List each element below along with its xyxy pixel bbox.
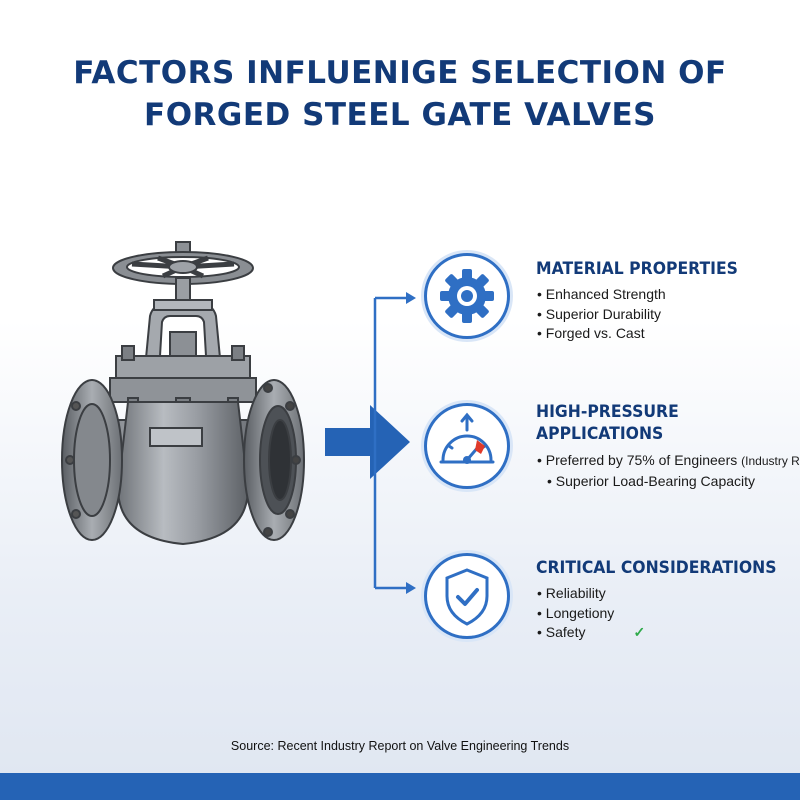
page-title: FACTORS INFLUENIGE SELECTION OF FORGED S…	[0, 52, 800, 136]
checkmark-icon: ✓	[633, 624, 646, 640]
material-icon-circle	[424, 253, 510, 339]
bonnet	[109, 345, 257, 415]
critical-considerations-heading: CRITICAL CONSIDERATIONS	[536, 558, 777, 578]
valve-body	[61, 379, 305, 546]
high-pressure-heading: HIGH-PRESSURE APPLICATIONS	[536, 402, 679, 444]
title-line-2: FORGED STEEL GATE VALVES	[144, 97, 656, 133]
material-properties-heading: MATERIAL PROPERTIES	[536, 259, 738, 279]
yoke	[144, 277, 222, 359]
gear-icon	[440, 269, 494, 323]
branch-arrow-top-icon	[406, 292, 416, 304]
branch-arrow-bottom-icon	[406, 582, 416, 594]
list-item: Enhanced Strength	[537, 285, 666, 305]
list-item: Longetiony	[537, 604, 645, 624]
gate-valve-illustration	[61, 241, 305, 546]
branch-lines	[373, 296, 408, 590]
handwheel	[112, 241, 254, 285]
shield-check-icon	[445, 568, 489, 626]
footer-bar	[0, 773, 800, 800]
list-item: Safety✓	[537, 623, 645, 643]
list-item: Reliability	[537, 584, 645, 604]
pressure-icon-circle	[424, 403, 510, 489]
considerations-icon-circle	[424, 553, 510, 639]
list-item: Superior Durability	[537, 305, 666, 325]
high-pressure-list: Preferred by 75% of Engineers (Industry …	[537, 451, 800, 491]
list-item: Preferred by 75% of Engineers (Industry …	[537, 451, 800, 472]
critical-considerations-list: Reliability Longetiony Safety✓	[537, 584, 645, 643]
material-properties-list: Enhanced Strength Superior Durability Fo…	[537, 285, 666, 344]
source-note: Source: Recent Industry Report on Valve …	[230, 739, 570, 753]
big-arrow-icon	[325, 405, 410, 479]
title-line-1: FACTORS INFLUENIGE SELECTION OF	[73, 55, 727, 91]
industry-report-note: (Industry Rep	[741, 454, 800, 468]
pressure-gauge-icon	[439, 412, 495, 464]
list-item: Forged vs. Cast	[537, 324, 666, 344]
list-item: Superior Load-Bearing Capacity	[537, 472, 800, 492]
